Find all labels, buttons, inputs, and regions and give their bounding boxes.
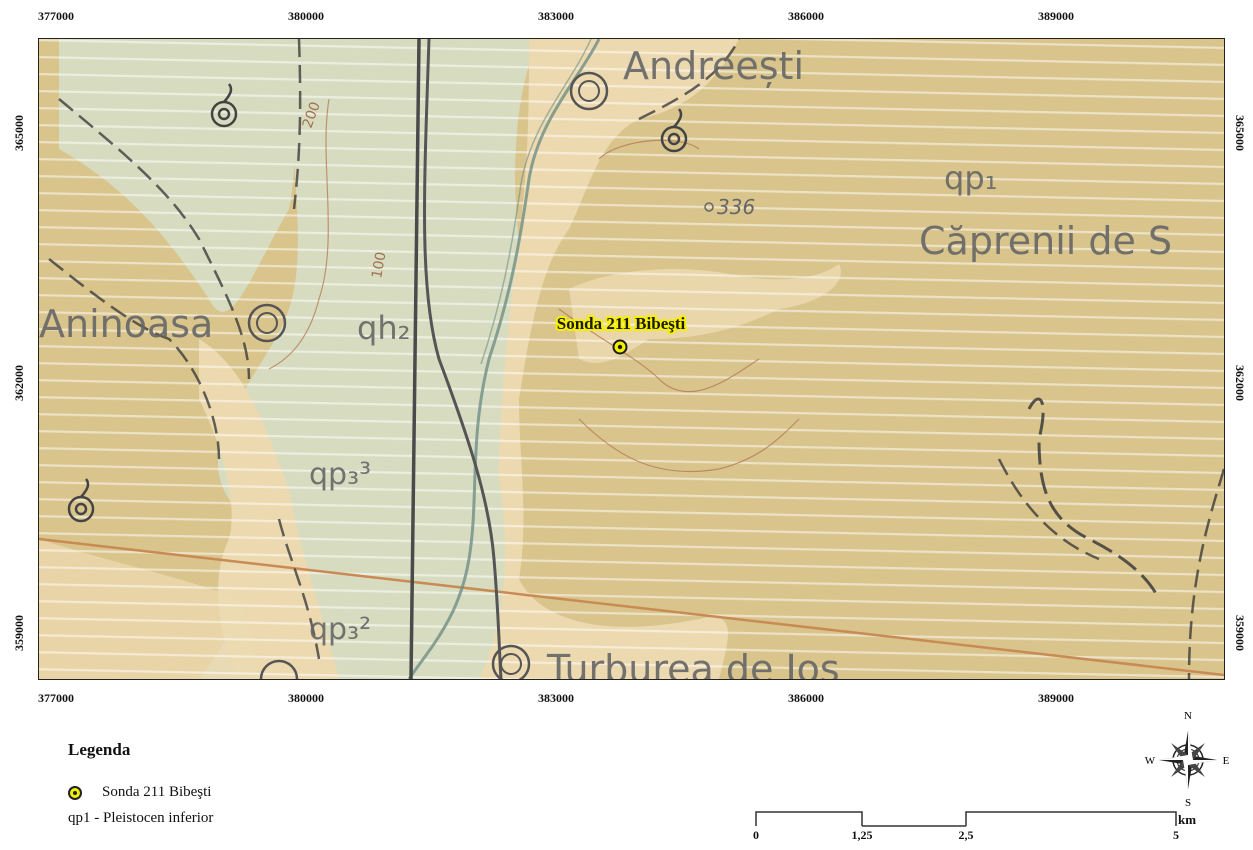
- x-tick-top-383000: 383000: [538, 9, 574, 23]
- legend-title: Legenda: [68, 740, 131, 759]
- x-tick-bottom-386000: 386000: [788, 691, 824, 705]
- legend-item-well-label: Sonda 211 Bibeşti: [102, 784, 212, 800]
- boundary-dashed-7: [638, 39, 741, 121]
- settlement-andreesti-symbol: [569, 71, 609, 111]
- boundary-dashed-5: [1187, 468, 1224, 679]
- x-tick-top-386000: 386000: [788, 9, 824, 23]
- scalebar: 0 1,25 2,5 5 km: [750, 808, 1196, 850]
- elevation-point: 336: [704, 195, 755, 219]
- map-label-turburea: Turburea de Jos: [546, 647, 840, 679]
- contour-line-1: [558, 308, 760, 393]
- x-tick-bottom-389000: 389000: [1038, 691, 1074, 705]
- north-label: N: [1184, 710, 1192, 722]
- y-tick-right-362000: 362000: [1233, 365, 1247, 401]
- west-label: W: [1145, 755, 1156, 767]
- scalebar-graphic: [755, 811, 1177, 827]
- scale-label-0: 0: [753, 828, 759, 842]
- compass-rose-icon: N S E W: [1145, 710, 1230, 809]
- x-tick-top-380000: 380000: [288, 9, 324, 23]
- elevation-label: 336: [717, 195, 755, 219]
- x-tick-bottom-380000: 380000: [288, 691, 324, 705]
- scale-unit: km: [1178, 812, 1197, 827]
- y-tick-left-362000: 362000: [12, 365, 26, 401]
- x-tick-top-389000: 389000: [1038, 9, 1074, 23]
- geologic-map-canvas: Andreești qp₁ Căprenii de S Aninoasa qh₂…: [39, 39, 1224, 679]
- east-label: E: [1223, 755, 1230, 767]
- boundary-dashed-1: [58, 98, 251, 380]
- contour-line-3: [268, 98, 330, 370]
- river-main: [407, 39, 601, 679]
- well-label: Sonda 211 Bibeşti: [557, 314, 686, 333]
- map-label-qh2: qh₂: [357, 309, 410, 347]
- boundary-dashed-3: [1027, 397, 1161, 600]
- map-frame[interactable]: Andreești qp₁ Căprenii de S Aninoasa qh₂…: [38, 38, 1225, 680]
- legend-item-well: Sonda 211 Bibeşti: [68, 784, 211, 801]
- contour-line-4: [598, 139, 700, 160]
- hatch-overlay: [39, 39, 1224, 679]
- road-line: [39, 537, 1224, 677]
- railway-line-2: [423, 39, 503, 679]
- well-point-marker: [612, 339, 628, 355]
- landslide-symbol-1: [210, 83, 238, 128]
- landslide-symbol-2: [660, 108, 688, 153]
- railway-line-1: [409, 39, 421, 679]
- boundary-dashed-6: [277, 518, 321, 660]
- well-point-icon: [68, 785, 82, 800]
- legend-item-qp1-label: qp1 - Pleistocen inferior: [68, 810, 214, 826]
- map-label-caprenii: Căprenii de S: [919, 219, 1172, 263]
- x-tick-bottom-377000: 377000: [38, 691, 74, 705]
- settlement-bottom-left-symbol: [259, 659, 299, 679]
- map-label-qp23: qp₃²: [309, 612, 371, 647]
- map-label-andreesti: Andreești: [623, 44, 804, 88]
- landslide-symbol-3: [67, 478, 95, 523]
- south-label: S: [1185, 797, 1191, 808]
- y-tick-left-359000: 359000: [12, 615, 26, 651]
- boundary-dashed-8: [292, 39, 302, 210]
- contour-line-2: [578, 418, 800, 473]
- scale-label-1-25: 1,25: [851, 828, 873, 842]
- north-arrow: N S E W: [1140, 708, 1240, 809]
- legend-item-qp1: qp1 - Pleistocen inferior: [68, 810, 213, 827]
- map-label-qp33: qp₃³: [309, 457, 371, 492]
- scale-label-2-5: 2,5: [958, 828, 974, 842]
- settlement-aninoasa-symbol: [247, 303, 287, 343]
- scale-label-5: 5: [1173, 828, 1179, 842]
- x-tick-bottom-383000: 383000: [538, 691, 574, 705]
- boundary-dashed-2: [48, 258, 221, 460]
- map-label-aninoasa: Aninoasa: [39, 302, 213, 346]
- river-secondary: [480, 39, 592, 365]
- y-tick-right-365000: 365000: [1233, 115, 1247, 151]
- boundary-dashed-4: [997, 458, 1100, 561]
- x-tick-top-377000: 377000: [38, 9, 74, 23]
- settlement-turburea-symbol: [491, 644, 531, 679]
- y-tick-left-365000: 365000: [12, 115, 26, 151]
- map-label-qp1: qp₁: [944, 159, 997, 197]
- contour-label-100: 100: [369, 251, 389, 280]
- y-tick-right-359000: 359000: [1233, 615, 1247, 651]
